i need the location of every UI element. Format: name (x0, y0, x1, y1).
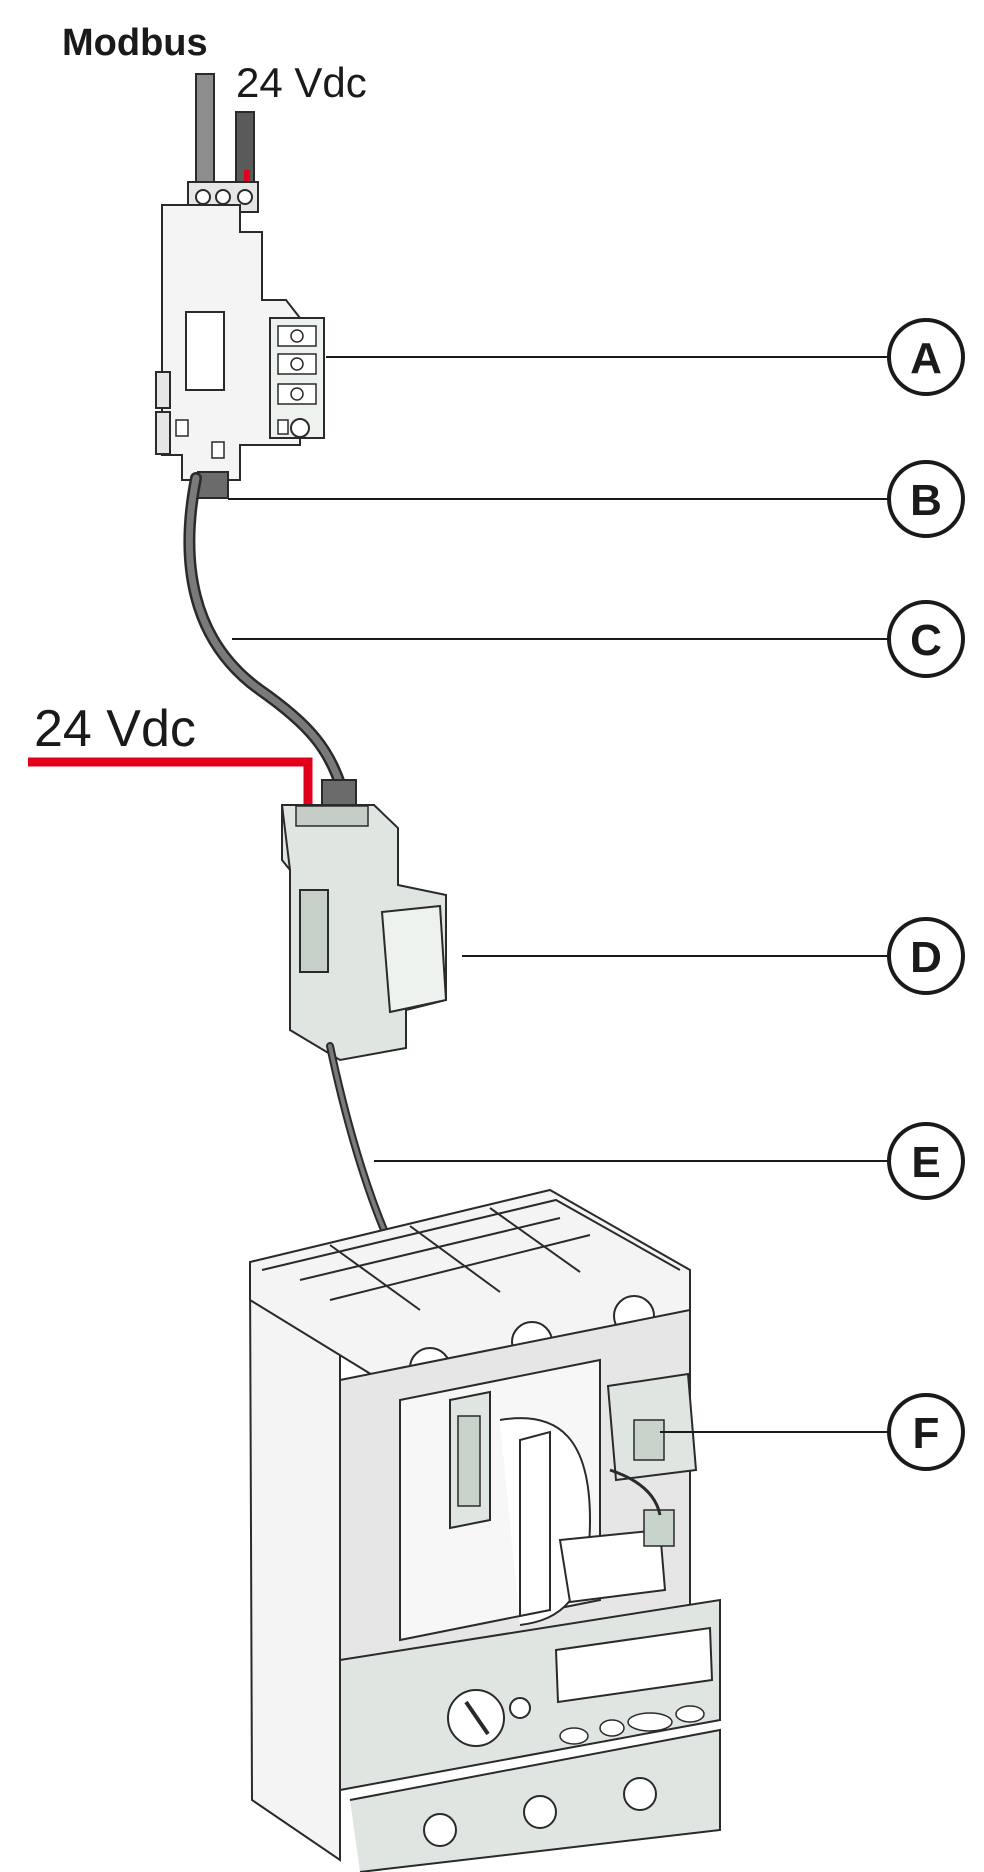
callout-f: F (887, 1393, 965, 1471)
rj45-connector-b (197, 471, 229, 499)
module-d (281, 779, 448, 1062)
vdc-mid-label: 24 Vdc (34, 700, 196, 758)
modbus-cable (195, 73, 215, 185)
callout-c-letter: C (910, 616, 942, 665)
power-cable-top (235, 111, 255, 192)
circuit-breaker (248, 1188, 721, 1872)
modbus-label: Modbus (62, 22, 208, 64)
callout-a: A (887, 318, 965, 396)
callout-f-letter: F (913, 1409, 940, 1458)
callout-e: E (887, 1122, 965, 1200)
callout-d: D (887, 917, 965, 995)
modbus-interface-module (155, 181, 325, 481)
callout-b-letter: B (910, 476, 942, 525)
power-line-mid (28, 757, 313, 810)
callout-e-letter: E (911, 1138, 940, 1187)
cable-c (183, 472, 348, 796)
vdc-top-label: 24 Vdc (236, 59, 367, 106)
callout-c: C (887, 600, 965, 678)
callout-a-letter: A (910, 334, 942, 383)
callout-b: B (887, 460, 965, 538)
callout-d-letter: D (910, 933, 942, 982)
